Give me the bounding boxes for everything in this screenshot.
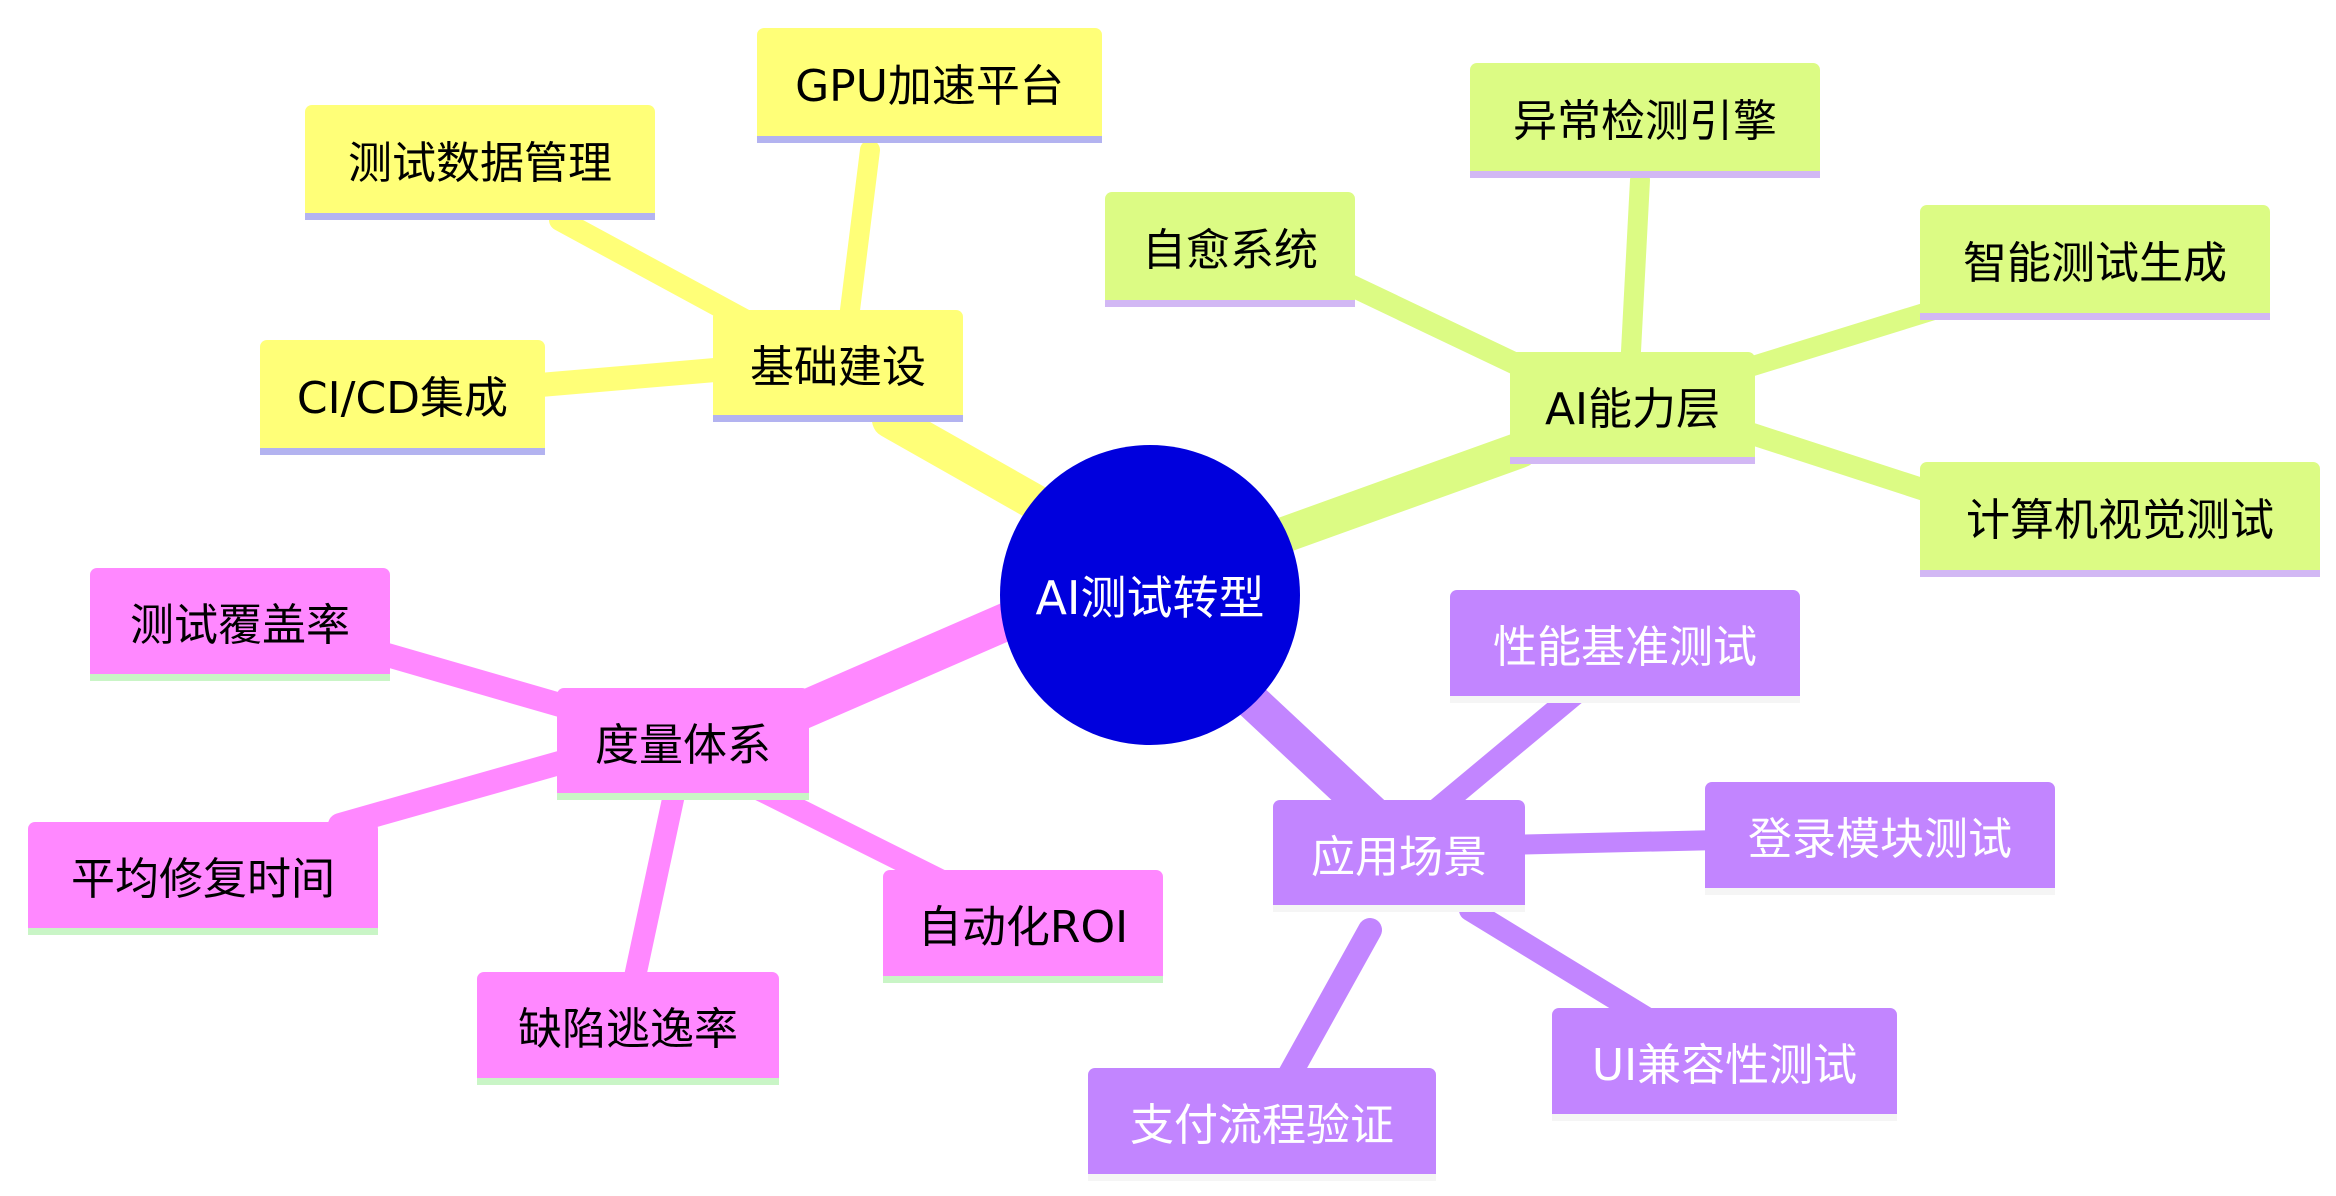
root-node[interactable]: AI测试转型	[1000, 445, 1300, 745]
leaf-label-anomaly: 异常检测引擎	[1513, 96, 1777, 147]
edge-ai-anomaly	[1620, 170, 1650, 380]
leaf-label-self-heal: 自愈系统	[1142, 225, 1318, 276]
branch-label-metrics: 度量体系	[595, 719, 771, 771]
leaf-label-escape-rate: 缺陷逃逸率	[518, 1004, 738, 1055]
leaf-node-escape-rate[interactable]: 缺陷逃逸率	[477, 972, 779, 1085]
edge-metrics-escape	[619, 779, 686, 1011]
leaf-node-perf-bench[interactable]: 性能基准测试	[1450, 590, 1800, 703]
edge-metrics-mttr	[328, 748, 582, 837]
leaf-label-gpu-platform: GPU加速平台	[795, 61, 1064, 112]
leaf-label-perf-bench: 性能基准测试	[1493, 622, 1757, 673]
leaf-label-cicd: CI/CD集成	[296, 373, 509, 424]
edge-infra-cicd	[528, 358, 727, 397]
leaf-label-mttr: 平均修复时间	[71, 854, 335, 905]
leaf-node-anomaly[interactable]: 异常检测引擎	[1470, 63, 1820, 178]
branch-node-infra[interactable]: 基础建设	[713, 310, 963, 422]
leaf-node-cicd[interactable]: CI/CD集成	[260, 340, 545, 455]
branch-node-scenarios[interactable]: 应用场景	[1273, 800, 1525, 912]
leaf-label-login-test: 登录模块测试	[1748, 814, 2012, 865]
leaf-node-login-test[interactable]: 登录模块测试	[1705, 782, 2055, 895]
leaf-node-cv-test[interactable]: 计算机视觉测试	[1920, 462, 2320, 577]
branch-label-scenarios: 应用场景	[1311, 831, 1487, 883]
leaf-node-coverage[interactable]: 测试覆盖率	[90, 568, 390, 681]
edge-scen-login	[1490, 830, 1730, 855]
leaf-node-test-data[interactable]: 测试数据管理	[305, 105, 655, 220]
edge-ai-cv	[1729, 419, 1951, 506]
leaf-label-ui-compat: UI兼容性测试	[1591, 1040, 1858, 1091]
leaf-label-cv-test: 计算机视觉测试	[1966, 495, 2274, 546]
leaf-label-automation-roi: 自动化ROI	[917, 902, 1129, 953]
branch-node-metrics[interactable]: 度量体系	[557, 688, 809, 800]
edge-root-metrics	[761, 601, 1029, 739]
edge-root-ai	[1252, 432, 1538, 558]
edge-scen-ui	[1459, 899, 1661, 1031]
branch-node-ai-layer[interactable]: AI能力层	[1510, 352, 1755, 464]
edge-metrics-roi	[749, 779, 951, 891]
leaf-label-test-gen: 智能测试生成	[1963, 238, 2227, 289]
edge-metrics-coverage	[358, 638, 572, 717]
edge-scen-perf	[1419, 679, 1591, 826]
leaf-label-coverage: 测试覆盖率	[130, 600, 350, 651]
edge-root-infra	[872, 402, 1058, 523]
branch-label-ai-layer: AI能力层	[1544, 383, 1721, 435]
leaf-node-test-gen[interactable]: 智能测试生成	[1920, 205, 2270, 320]
leaf-node-ui-compat[interactable]: UI兼容性测试	[1552, 1008, 1897, 1121]
leaf-node-payment-flow[interactable]: 支付流程验证	[1088, 1068, 1436, 1181]
leaf-label-payment-flow: 支付流程验证	[1130, 1100, 1394, 1151]
leaf-node-mttr[interactable]: 平均修复时间	[28, 822, 378, 935]
branch-label-infra: 基础建设	[750, 341, 926, 393]
leaf-node-automation-roi[interactable]: 自动化ROI	[883, 870, 1163, 983]
root-label: AI测试转型	[1035, 571, 1265, 625]
leaf-node-self-heal[interactable]: 自愈系统	[1105, 192, 1355, 307]
leaf-node-gpu-platform[interactable]: GPU加速平台	[757, 28, 1102, 143]
leaf-label-test-data: 测试数据管理	[348, 138, 612, 189]
edge-ai-gen	[1730, 295, 1960, 380]
